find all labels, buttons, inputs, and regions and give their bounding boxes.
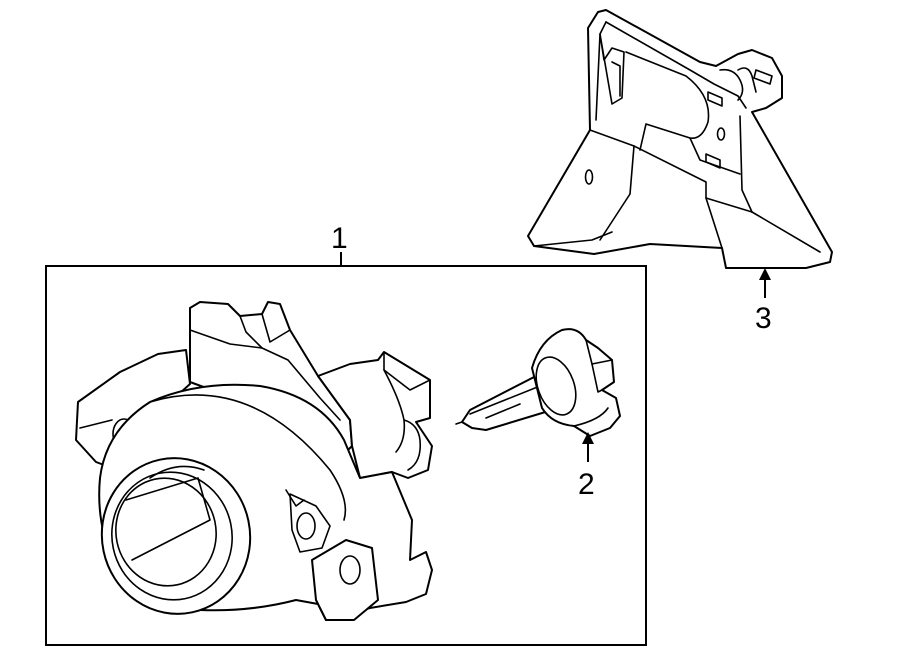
callout-2: 2 <box>578 432 595 501</box>
callout-1-label: 1 <box>331 222 348 255</box>
callout-2-label: 2 <box>578 468 595 501</box>
fog-lamp-housing[interactable] <box>75 301 433 628</box>
bulb-part[interactable] <box>455 328 621 437</box>
callout-3-label: 3 <box>755 302 772 335</box>
callout-3: 3 <box>755 268 772 335</box>
assembly-box <box>45 252 647 646</box>
assembly-frame <box>45 265 647 646</box>
bracket-part[interactable] <box>527 9 833 269</box>
